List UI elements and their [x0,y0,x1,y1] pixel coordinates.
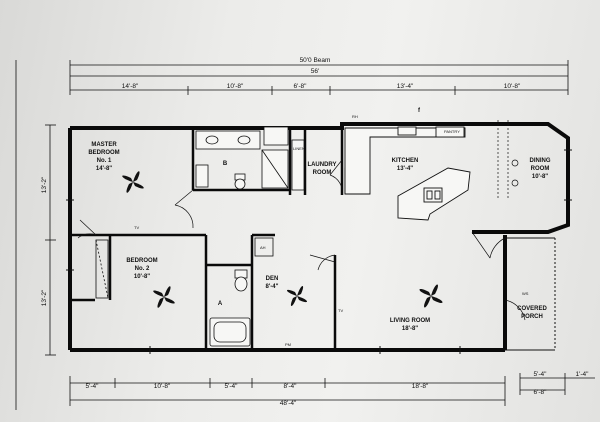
kitchen-label-1: KITCHEN [392,158,419,164]
bottom-dimensions [69,373,595,406]
bottom-total-dim: 48'-4" [280,400,297,407]
bath-b-fixtures [195,126,289,190]
den-label-2: 8'-4" [266,284,279,290]
master-tv-label: TV [134,225,139,230]
den-label-1: DEN [266,276,279,282]
top-dim-5: 10'-8" [504,83,521,90]
ceiling-fan-icon [122,171,144,193]
dining-label-3: 10'-8" [532,174,548,180]
bedroom2-closet [95,239,109,299]
rh-label: RH [352,114,358,119]
bedroom2-label-2: No. 2 [135,266,150,272]
bottom-dim-3: 5'-4" [225,383,239,390]
bath-a-fixtures [209,269,251,347]
top-dim-2: 10'-8" [227,83,244,90]
ceiling-fan-icon [419,284,443,308]
living-label-1: LIVING ROOM [390,318,430,324]
den-tv-label: TV [338,308,343,313]
f-label: f [418,108,421,114]
kitchen-fixtures [344,126,471,221]
laundry-label-1: LAUNDRY [307,162,336,168]
ah-label: AH [260,245,266,250]
ceiling-fan-icon [153,286,175,308]
top-dim-4: 13'-4" [397,83,414,90]
bath-a-label: A [218,301,223,307]
bottom-dim-2: 10'-8" [154,383,171,390]
ceiling-fan-icon [286,285,308,307]
laundry-label-2: ROOM [313,170,332,176]
porch-outline [505,237,556,351]
ws-label: WS [522,291,529,296]
bottom-dim-4: 8'-4" [284,383,298,390]
right-dim-2: 6'-8" [534,389,548,396]
top-dim-3: 6'-8" [294,83,308,90]
bath-b-label: B [223,161,228,167]
living-label-2: 18'-8" [402,326,418,332]
top-dim-1: 14'-8" [122,83,139,90]
door-swings [77,159,526,321]
pantry-label: PANTRY [444,129,460,134]
left-dimensions [15,60,56,410]
kitchen-label-2: 13'-4" [397,166,413,172]
top-dimensions [69,60,569,95]
bottom-dim-1: 5'-4" [86,383,100,390]
overall-width-dimension: 56' [311,68,319,75]
linen-label: LINEN [293,146,305,151]
porch-label-1: COVERED [517,306,547,312]
master-label-1: MASTER [91,142,117,148]
master-label-4: 14'-8" [96,166,112,172]
interior-walls [70,124,344,350]
porch-label-2: PORCH [521,314,543,320]
dining-label-2: ROOM [531,166,550,172]
bedroom2-label-3: 10'-8" [134,274,150,280]
pm-label: PM [285,342,291,347]
beam-dimension: 50'0 Beam [300,57,331,64]
left-dim-lower: 13'-2" [41,289,48,306]
dining-fixtures [497,120,519,200]
exterior-walls [68,122,570,352]
master-label-3: No. 1 [97,158,112,164]
bottom-dim-5: 18'-8" [412,383,429,390]
left-dim-upper: 13'-2" [41,176,48,193]
right-dim-1: 5'-4" [534,371,548,378]
master-label-2: BEDROOM [88,150,119,156]
ah-closet [254,237,274,257]
dining-label-1: DINING [530,158,551,164]
bedroom2-label-1: BEDROOM [126,258,157,264]
window-marks [66,149,572,354]
right-dim-3: 1'-4" [576,371,590,378]
